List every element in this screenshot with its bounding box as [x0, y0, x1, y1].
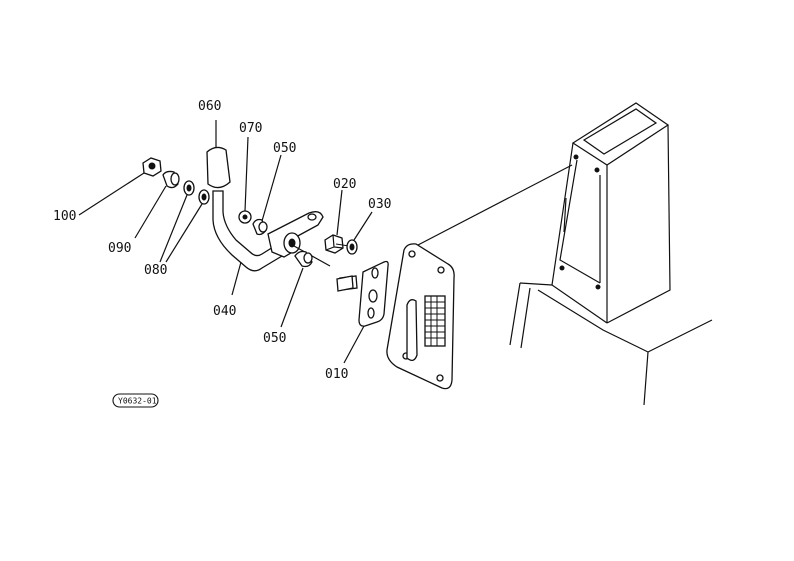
- bracket-010: [339, 260, 389, 327]
- label-part-050-upper: 050: [273, 141, 296, 156]
- mounting-plate: [386, 243, 455, 390]
- collar-050-lower: [294, 250, 313, 268]
- label-part-020: 020: [333, 177, 356, 192]
- label-part-090: 090: [108, 241, 131, 256]
- collar-050-upper: [252, 218, 268, 236]
- washer-090: [162, 170, 180, 189]
- label-part-060: 060: [198, 99, 221, 114]
- label-part-010: 010: [325, 367, 348, 382]
- washer-030: [346, 239, 358, 255]
- knob-060: [206, 120, 231, 189]
- machine-housing: [417, 102, 713, 406]
- label-part-030: 030: [368, 197, 391, 212]
- label-part-070: 070: [239, 121, 262, 136]
- leader-lines: [78, 136, 373, 364]
- nut-020: [324, 234, 350, 254]
- label-part-100: 100: [53, 209, 76, 224]
- stud: [336, 275, 354, 292]
- nut-100: [142, 157, 162, 177]
- label-part-040: 040: [213, 304, 236, 319]
- figure-code-badge: Y0632-01: [112, 393, 159, 408]
- figure-code: Y0632-01: [118, 397, 157, 406]
- washer-070: [238, 210, 252, 224]
- label-part-080: 080: [144, 263, 167, 278]
- label-part-050-lower: 050: [263, 331, 286, 346]
- washers-080: [183, 180, 210, 205]
